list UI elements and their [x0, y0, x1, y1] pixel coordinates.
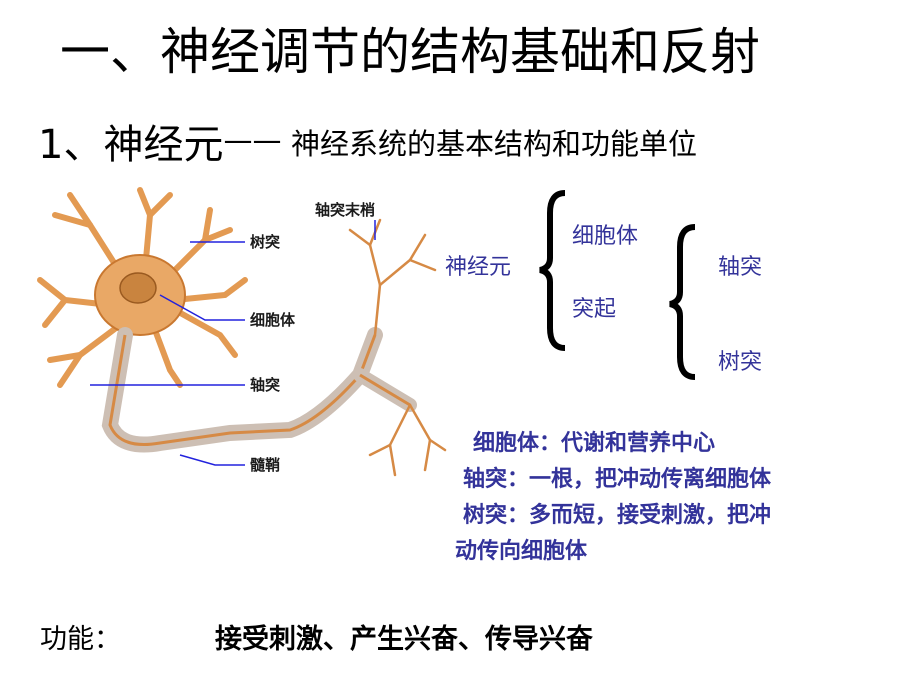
- tree-sub-dendrite: 树突: [718, 350, 763, 375]
- tree-branch-cell-body: 细胞体: [572, 224, 639, 249]
- label-leader-lines: [90, 220, 376, 466]
- tree-sub-axon: 轴突: [718, 255, 763, 280]
- tree-branch-process: 突起: [572, 297, 617, 322]
- label-axon: 轴突: [250, 376, 280, 394]
- axon-core-illustration: [108, 334, 377, 446]
- neuron-diagram: 树突 细胞体 轴突 髓鞘 轴突末梢: [37, 187, 447, 477]
- desc-cell-body: 细胞体：代谢和营养中心: [473, 431, 716, 456]
- subtitle-description-text: 神经系统的基本结构和功能单位: [291, 127, 698, 161]
- function-label: 功能：: [40, 624, 121, 655]
- subtitle-description: —神经系统的基本结构和功能单位: [262, 124, 697, 164]
- label-dendrite: 树突: [250, 233, 280, 251]
- subtitle-dash: ——: [223, 123, 282, 157]
- subtitle-heading: 1、神经元——: [38, 115, 281, 170]
- subtitle-prefix: 1、神经元: [38, 122, 224, 168]
- label-myelin-sheath: 髓鞘: [250, 456, 280, 474]
- left-brace-icon: [539, 190, 566, 351]
- desc-axon: 轴突：一根，把冲动传离细胞体: [463, 467, 772, 492]
- nucleus-illustration: [119, 272, 157, 304]
- label-cell-body: 细胞体: [250, 311, 296, 329]
- desc-dendrite-2: 动传向细胞体: [455, 539, 588, 564]
- label-axon-terminal: 轴突末梢: [315, 201, 375, 219]
- right-brace-icon: [669, 224, 696, 380]
- page-title: 一、神经调节的结构基础和反射: [60, 23, 760, 81]
- tree-root: 神经元: [445, 255, 512, 280]
- axon-myelin-illustration: [101, 327, 383, 453]
- desc-dendrite-1: 树突：多而短，接受刺激，把冲: [463, 503, 772, 528]
- function-value: 接受刺激、产生兴奋、传导兴奋: [215, 624, 593, 655]
